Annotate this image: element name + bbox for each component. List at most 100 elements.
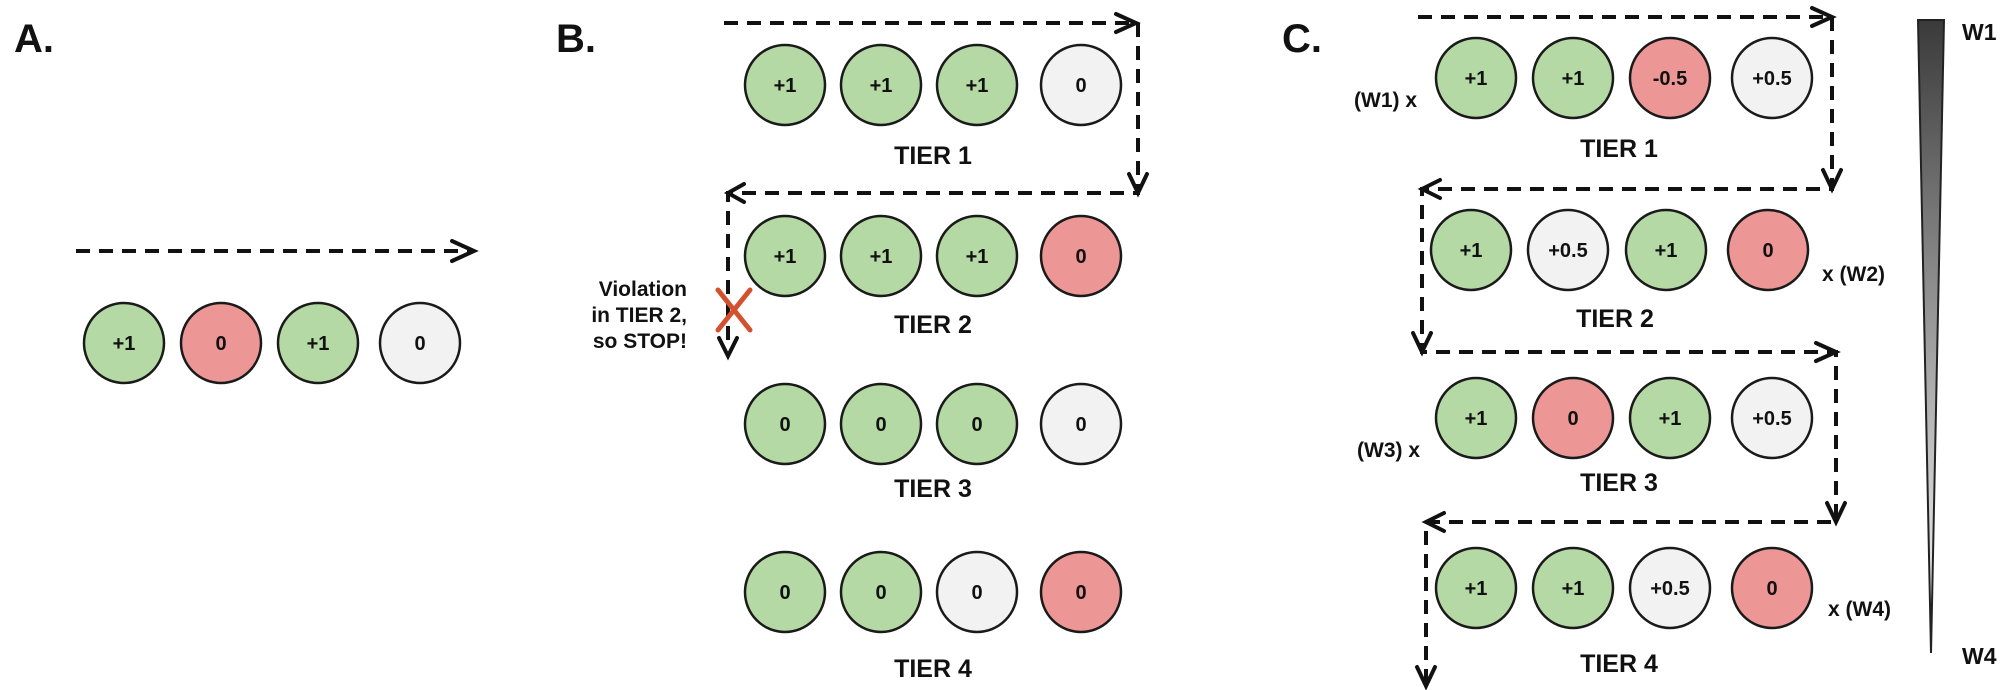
- panel-b-tier-4-node-4-value: 0: [1075, 582, 1086, 604]
- panel-b-tier-3-label: TIER 3: [894, 475, 972, 503]
- panel-b-tier-4-node-3-value: 0: [971, 582, 982, 604]
- weight-wedge: [1916, 19, 1946, 654]
- panel-b-tier-2-node-4-value: 0: [1075, 246, 1086, 268]
- panel-b-tier-3-node-3-value: 0: [971, 414, 982, 436]
- panel-c-tier-4-weight-label: x (W4): [1828, 598, 1891, 621]
- panel-a-node-3: +1: [276, 301, 360, 385]
- stop-cross-icon: [715, 287, 753, 333]
- panel-c-tier-4-node-4: 0: [1730, 546, 1814, 630]
- panel-b-tier-2-node-1-value: +1: [774, 246, 797, 268]
- panel-c-tier-4-node-4-value: 0: [1766, 578, 1777, 600]
- panel-c-tier-4-node-1-circle: [1434, 546, 1518, 630]
- panel-b-tier-2-node-2: +1: [839, 214, 923, 298]
- panel-b-tier-3-node-2: 0: [839, 382, 923, 466]
- panel-c-tier-1-node-3-circle: [1628, 36, 1712, 120]
- panel-b-tier-1-node-4: 0: [1039, 43, 1123, 127]
- panel-b-tier-2-node-3-circle: [935, 214, 1019, 298]
- panel-b-tier-4-node-2-value: 0: [875, 582, 886, 604]
- panel-b-tier-1-node-2-circle: [839, 43, 923, 127]
- panel-b-tier-3-node-4-value: 0: [1075, 414, 1086, 436]
- panel-a-node-1: +1: [82, 301, 166, 385]
- panel-b-tier-3-node-4: 0: [1039, 382, 1123, 466]
- panel-c-tier-4-node-3-value: +0.5: [1650, 578, 1689, 600]
- panel-b-tier-3-node-2-circle: [839, 382, 923, 466]
- panel-b-tier-4-node-3: 0: [935, 550, 1019, 634]
- panel-b-tier-3-node-1: 0: [743, 382, 827, 466]
- panel-b-tier-2-node-2-circle: [839, 214, 923, 298]
- panel-b-tier-1-label: TIER 1: [894, 142, 972, 170]
- panel-b-tier-4-label: TIER 4: [894, 655, 972, 683]
- panel-b-flow-path: [717, 12, 1149, 361]
- panel-c-tier-2-node-2-value: +0.5: [1548, 240, 1587, 262]
- panel-c-tier-2-node-1-value: +1: [1460, 240, 1483, 262]
- panel-b-tier-3-node-2-value: 0: [875, 414, 886, 436]
- stop-note-line-2: in TIER 2,: [591, 304, 687, 327]
- panel-b-tier-1-node-3-circle: [935, 43, 1019, 127]
- panel-a-flow-arrow: [76, 239, 479, 263]
- panel-c-tier-2-node-4-circle: [1726, 208, 1810, 292]
- panel-c-tier-1-node-1-value: +1: [1465, 68, 1488, 90]
- panel-b-tier-4-node-3-circle: [935, 550, 1019, 634]
- panel-c-tier-1-node-3-value: -0.5: [1653, 68, 1687, 90]
- panel-c-tier-4-node-4-circle: [1730, 546, 1814, 630]
- panel-b-tier-1-node-4-circle: [1039, 43, 1123, 127]
- panel-b-tier-2-node-1-circle: [743, 214, 827, 298]
- panel-c-label: C.: [1282, 17, 1322, 61]
- panel-c-tier-3-node-1-circle: [1434, 376, 1518, 460]
- panel-c-tier-1-node-4-value: +0.5: [1752, 68, 1791, 90]
- panel-b-tier-2-node-4: 0: [1039, 214, 1123, 298]
- panel-c-tier-3-node-4-value: +0.5: [1752, 408, 1791, 430]
- panel-b-tier-1-node-1-circle: [743, 43, 827, 127]
- panel-b-tier-3-node-3-circle: [935, 382, 1019, 466]
- weight-scale-bottom-label: W4: [1962, 643, 1997, 669]
- panel-a-node-1-circle: [82, 301, 166, 385]
- panel-b-tier-1-node-1-value: +1: [774, 75, 797, 97]
- panel-a-node-4-circle: [378, 301, 462, 385]
- panel-c-tier-1-node-2-circle: [1531, 36, 1615, 120]
- panel-c-tier-1-node-1-circle: [1434, 36, 1518, 120]
- panel-c-tier-4-node-2-value: +1: [1562, 578, 1585, 600]
- stop-note-line-1: Violation: [599, 278, 687, 301]
- panel-a-node-1-value: +1: [113, 333, 136, 355]
- panel-b-label: B.: [556, 17, 596, 61]
- panel-b-tier-4-node-2: 0: [839, 550, 923, 634]
- panel-c-tier-1-node-2-value: +1: [1562, 68, 1585, 90]
- panel-b-tier-4-node-1-circle: [743, 550, 827, 634]
- panel-c-tier-4-node-1: +1: [1434, 546, 1518, 630]
- panel-c-tier-3-node-2-value: 0: [1567, 408, 1578, 430]
- panel-c-tier-1-node-1: +1: [1434, 36, 1518, 120]
- panel-a-node-4: 0: [378, 301, 462, 385]
- panel-c-tier-4-label: TIER 4: [1580, 650, 1658, 678]
- panel-b-tier-4-node-2-circle: [839, 550, 923, 634]
- panel-c-tier-3-node-2-circle: [1531, 376, 1615, 460]
- panel-c-tier-1-weight-label: (W1) x: [1354, 89, 1417, 112]
- panel-b-tier-2-node-1: +1: [743, 214, 827, 298]
- panel-c-tier-3-node-1: +1: [1434, 376, 1518, 460]
- stop-note: Violation in TIER 2, so STOP!: [591, 278, 687, 353]
- panel-b-tier-1-node-3-value: +1: [966, 75, 989, 97]
- panel-b-tier-1-node-1: +1: [743, 43, 827, 127]
- panel-c-tier-2-node-2-circle: [1526, 208, 1610, 292]
- panel-c-tier-4-node-3: +0.5: [1628, 546, 1712, 630]
- panel-b-tier-2-node-4-circle: [1039, 214, 1123, 298]
- panel-c-tier-2-node-3-value: +1: [1655, 240, 1678, 262]
- panel-b-tier-2-node-2-value: +1: [870, 246, 893, 268]
- panel-c-tier-2-node-4-value: 0: [1762, 240, 1773, 262]
- weight-scale: W1 W4: [1916, 19, 1997, 669]
- panel-a-node-4-value: 0: [414, 333, 425, 355]
- panel-b-tier-4-node-1-value: 0: [779, 582, 790, 604]
- panel-a-label: A.: [14, 17, 54, 61]
- weight-scale-top-label: W1: [1962, 19, 1997, 45]
